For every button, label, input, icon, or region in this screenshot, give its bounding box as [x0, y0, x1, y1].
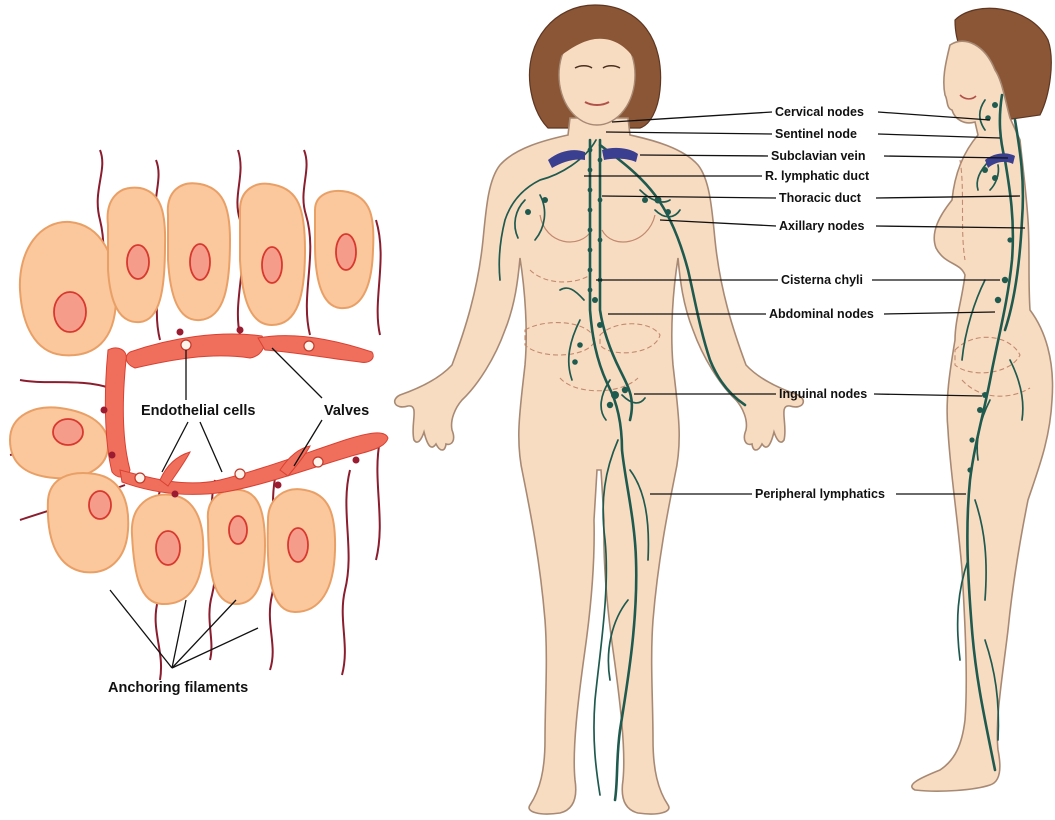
- capillary-panel: Endothelial cells Valves Anchoring filam…: [10, 150, 388, 696]
- front-figure: [395, 5, 804, 814]
- sentinel-node-label: Sentinel node: [775, 127, 857, 141]
- tissue-cells: [10, 183, 373, 612]
- axillary-nodes-label: Axillary nodes: [779, 219, 864, 233]
- r-lymphatic-duct-label: R. lymphatic duct: [765, 169, 870, 183]
- subclavian-vein-label: Subclavian vein: [771, 149, 865, 163]
- endothelial-cells-label: Endothelial cells: [141, 403, 255, 419]
- body-labels: Cervical nodes Sentinel node Subclavian …: [755, 105, 885, 501]
- anchoring-filaments-label: Anchoring filaments: [108, 680, 248, 696]
- valves-label: Valves: [324, 403, 369, 419]
- thoracic-duct-label: Thoracic duct: [779, 191, 862, 205]
- peripheral-lymphatics-label: Peripheral lymphatics: [755, 487, 885, 501]
- cervical-nodes-label: Cervical nodes: [775, 105, 864, 119]
- inguinal-nodes-label: Inguinal nodes: [779, 387, 867, 401]
- abdominal-nodes-label: Abdominal nodes: [769, 307, 874, 321]
- side-figure: [912, 8, 1053, 791]
- cisterna-chyli-label: Cisterna chyli: [781, 273, 863, 287]
